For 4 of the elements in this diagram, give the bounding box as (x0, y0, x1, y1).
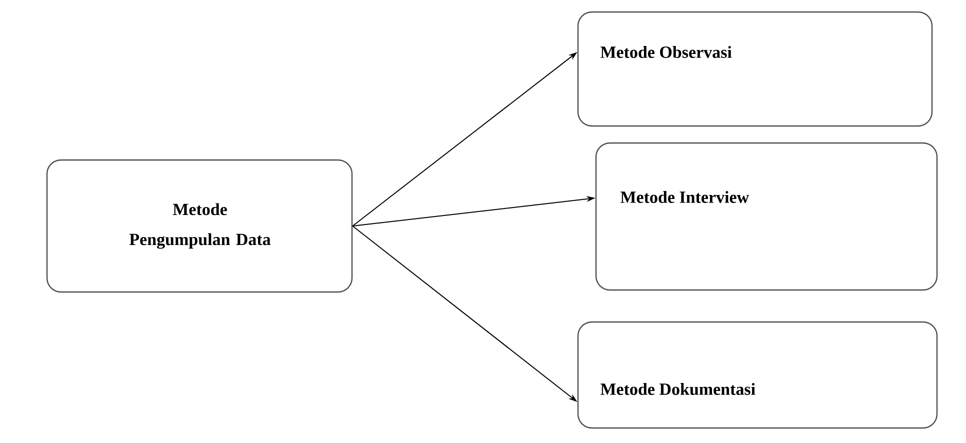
process-box: Metode Pengumpulan Data (46, 159, 353, 293)
process-box: Metode Interview (595, 142, 938, 291)
process-box: Metode Dokumentasi (577, 321, 938, 429)
process-box: Metode Observasi (577, 11, 933, 127)
